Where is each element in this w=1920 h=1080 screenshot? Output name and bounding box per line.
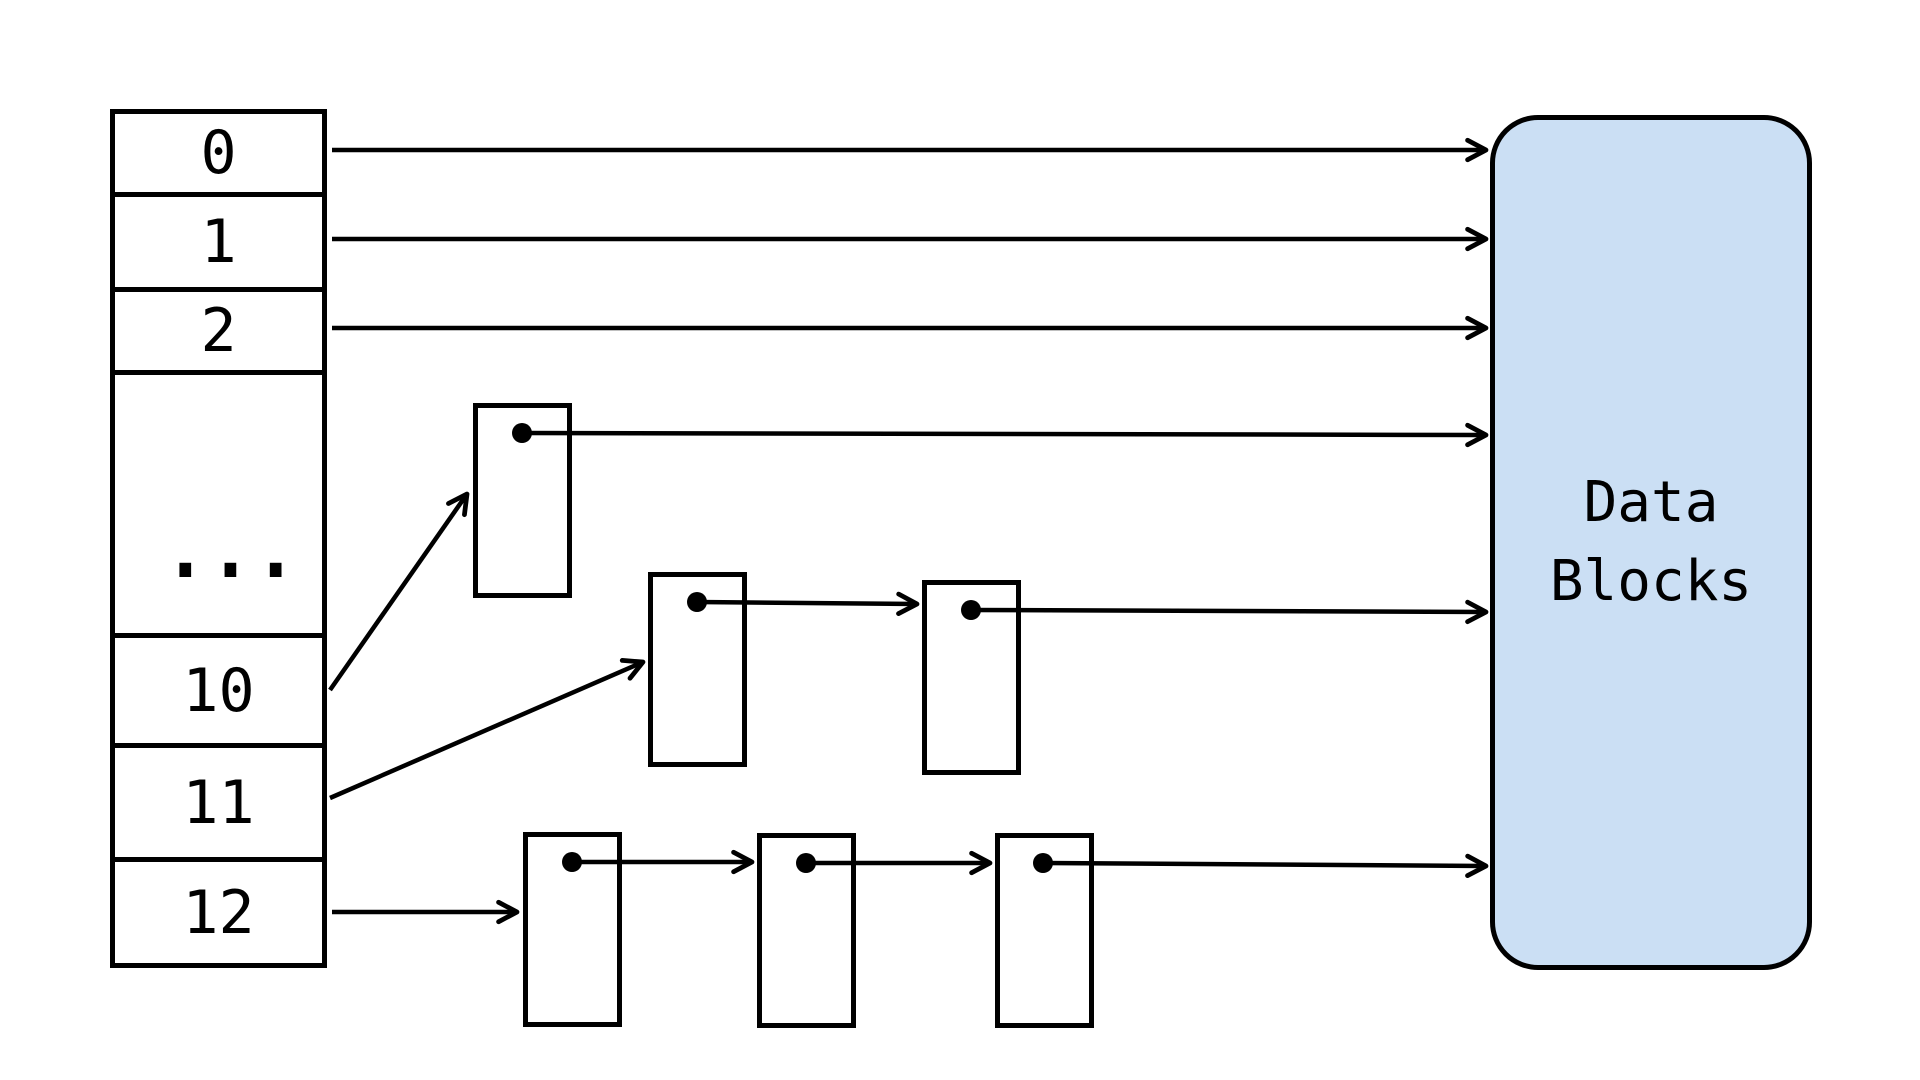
double-indirect-block-2	[922, 580, 1021, 775]
arrow-double-indirect-to-data	[970, 599, 1489, 625]
triple-indirect-block-3	[995, 833, 1094, 1028]
data-blocks: Data Blocks	[1490, 115, 1812, 970]
arrow-single-indirect-to-data	[521, 422, 1489, 448]
inode-entry-ellipsis: ...	[115, 375, 322, 638]
inode-entry-10: 10	[115, 638, 322, 748]
double-indirect-block-1	[648, 572, 747, 767]
inode-entry-12: 12	[182, 877, 255, 948]
single-indirect-block	[473, 403, 572, 598]
arrow-entry10-to-indirect	[328, 491, 470, 692]
inode-entry-2: 2	[115, 292, 322, 375]
data-blocks-label-line2: Blocks	[1549, 548, 1753, 614]
triple-indirect-block-2	[757, 833, 856, 1028]
triple-indirect-block-1	[523, 832, 622, 1027]
inode-entry-11: 11	[115, 748, 322, 862]
inode-entry-1: 1	[115, 197, 322, 292]
data-blocks-label-line1: Data	[1583, 470, 1719, 536]
inode-entry-0: 0	[115, 114, 322, 197]
arrow-entry11-to-indirect	[329, 658, 646, 801]
inode-table: 0 1 2 ... 10 11 12	[110, 109, 327, 968]
arrow-triple-indirect-to-data	[1042, 853, 1489, 879]
